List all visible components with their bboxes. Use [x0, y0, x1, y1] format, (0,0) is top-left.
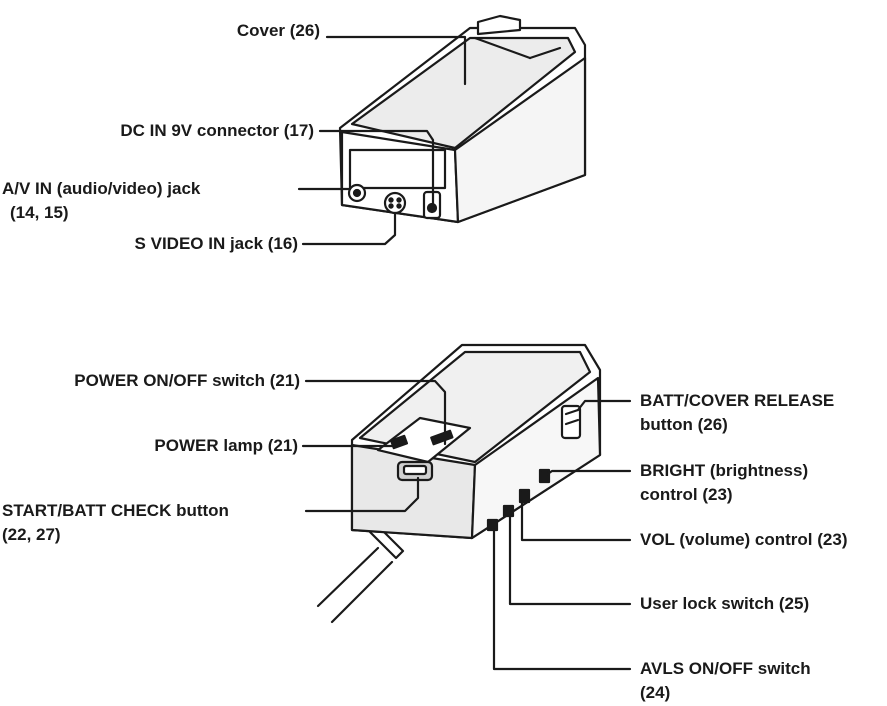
label-cover: Cover (26): [236, 21, 320, 40]
label-dc-in: DC IN 9V connector (17): [120, 121, 314, 140]
top-device-front-panel: [348, 148, 447, 190]
label-batt-line2: button (26): [640, 415, 728, 434]
user-lock-switch-icon: [502, 504, 515, 518]
top-device-cover: [350, 36, 577, 150]
bottom-device: [316, 343, 602, 624]
label-start-line1: START/BATT CHECK button: [2, 501, 229, 520]
avls-switch-icon: [486, 518, 499, 532]
label-avls-line1: AVLS ON/OFF switch: [640, 659, 811, 678]
label-s-video: S VIDEO IN jack (16): [134, 234, 298, 253]
label-user-lock: User lock switch (25): [640, 594, 810, 613]
power-cable: [316, 546, 380, 608]
label-power-lamp: POWER lamp (21): [154, 436, 298, 455]
top-device-side: [453, 56, 587, 224]
label-batt-line1: BATT/COVER RELEASE: [640, 391, 835, 410]
top-device: [338, 14, 587, 224]
bottom-leader-lines: [301, 379, 632, 671]
label-bright-line1: BRIGHT (brightness): [640, 461, 809, 480]
power-switch-icon: [430, 429, 454, 446]
label-power-switch: POWER ON/OFF switch (21): [74, 371, 300, 390]
label-av-in-line1: A/V IN (audio/video) jack: [2, 179, 201, 198]
label-av-in-line2: (14, 15): [10, 203, 69, 222]
label-avls-line2: (24): [640, 683, 671, 702]
label-bright-line2: control (23): [640, 485, 733, 504]
vol-control-icon: [518, 488, 531, 504]
top-device-latch: [476, 14, 522, 36]
top-leader-lines: [297, 35, 467, 246]
label-vol: VOL (volume) control (23): [640, 530, 848, 549]
s-video-jack-icon: [383, 191, 407, 215]
label-start-line2: (22, 27): [2, 525, 61, 544]
